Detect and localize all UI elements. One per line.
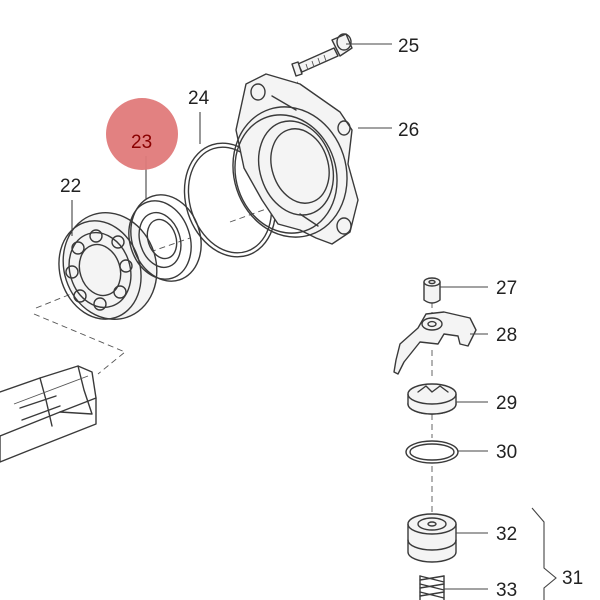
callout-27: 27 (496, 278, 517, 299)
callout-30: 30 (496, 442, 517, 463)
axis-shaft-bearing (33, 313, 126, 375)
highlight-circle-23 (106, 98, 178, 170)
part-29-valve-disc (407, 383, 457, 415)
callout-25: 25 (398, 36, 419, 57)
part-27-plug (423, 277, 441, 304)
shaft (0, 365, 97, 463)
part-26-flange-housing (232, 73, 359, 245)
leader-lines (71, 43, 557, 600)
part-30-o-ring (405, 440, 459, 464)
callout-29: 29 (496, 393, 517, 414)
part-28-lever (393, 311, 477, 375)
callout-28: 28 (496, 325, 517, 346)
callout-33: 33 (496, 580, 517, 600)
callout-23: 23 (131, 132, 152, 153)
callout-22: 22 (60, 176, 81, 197)
callout-31: 31 (562, 568, 583, 589)
callout-26: 26 (398, 120, 419, 141)
part-33-spring (419, 575, 445, 600)
part-22-ball-bearing (58, 212, 158, 320)
callout-32: 32 (496, 524, 517, 545)
part-32-valve-seat (407, 513, 457, 563)
bracket-31 (531, 507, 557, 600)
part-25-bolt (291, 33, 353, 77)
callout-24: 24 (188, 88, 210, 109)
